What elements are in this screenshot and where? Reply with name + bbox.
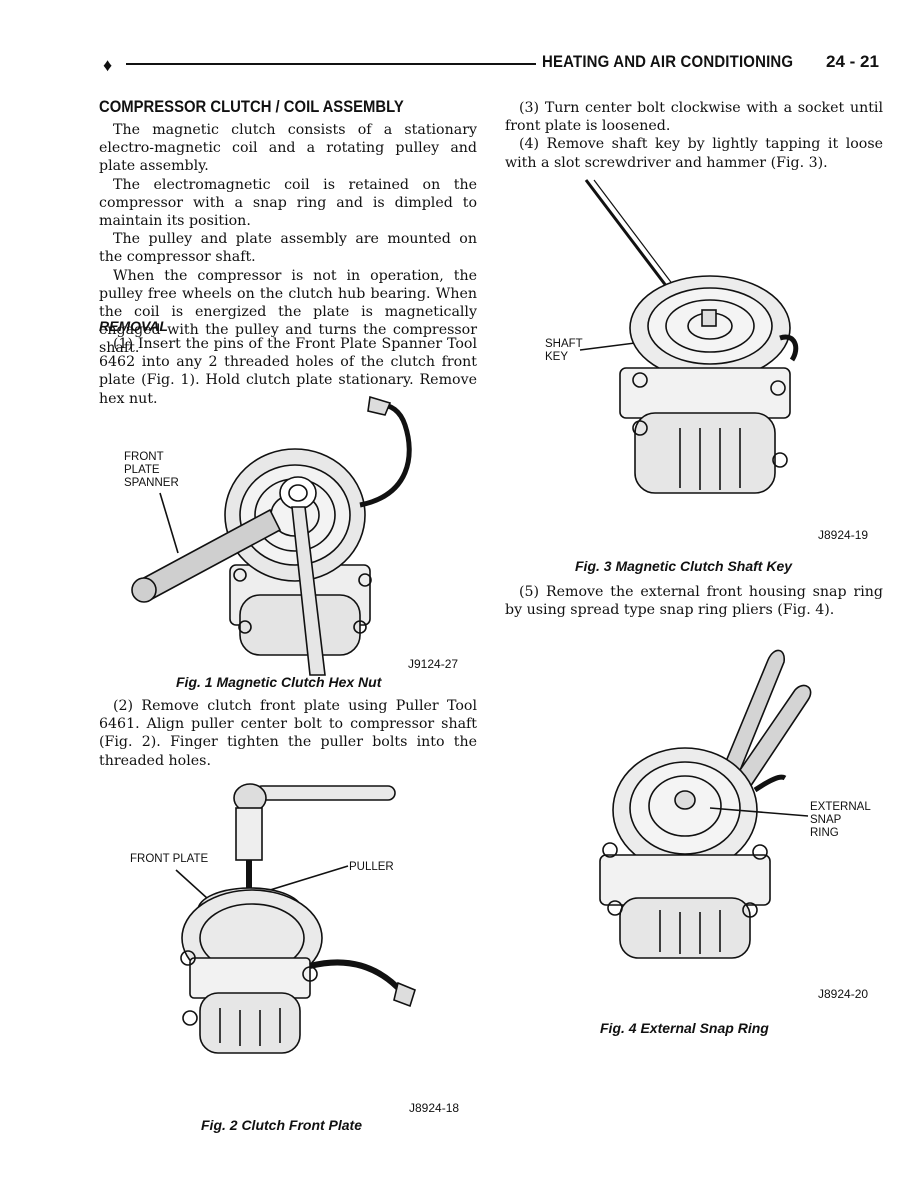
fig4-label-line: RING [810, 827, 839, 839]
fig2-label-puller: PULLER [349, 861, 394, 873]
step-1-text: (1) Insert the pins of the Front Plate S… [99, 336, 477, 407]
fig2-illustration [175, 783, 416, 1054]
fig1-label-line: FRONT [124, 451, 164, 463]
step-4-text: (4) Remove shaft key by lightly tapping … [505, 136, 883, 171]
fig3-label-line: SHAFT [545, 338, 583, 350]
fig4-illustration [599, 649, 812, 959]
fig1-illustration [131, 395, 412, 676]
paragraph: The electromagnetic coil is retained on … [99, 176, 477, 230]
fig3-caption: Fig. 3 Magnetic Clutch Shaft Key [575, 558, 793, 574]
fig3-illustration [579, 179, 799, 494]
header-diamond: ♦ [103, 55, 113, 75]
removal-heading: REMOVAL [99, 318, 168, 334]
fig2-label-front-plate: FRONT PLATE [130, 853, 209, 865]
fig4-label-line: SNAP [810, 814, 842, 826]
section-title: COMPRESSOR CLUTCH / COIL ASSEMBLY [99, 98, 404, 116]
fig1-label-line: PLATE [124, 464, 160, 476]
fig3-id: J8924-19 [818, 528, 869, 542]
fig4-caption: Fig. 4 External Snap Ring [600, 1020, 769, 1036]
step-5-text: (5) Remove the external front housing sn… [505, 584, 883, 619]
step-1: (1) Insert the pins of the Front Plate S… [99, 335, 477, 408]
step-5: (5) Remove the external front housing sn… [505, 583, 883, 619]
step-3-text: (3) Turn center bolt clockwise with a so… [505, 100, 883, 135]
paragraph: The magnetic clutch consists of a statio… [99, 122, 477, 175]
paragraph: The pulley and plate assembly are mounte… [99, 231, 477, 266]
fig1-label: FRONT PLATE SPANNER [124, 451, 179, 490]
steps-3-4: (3) Turn center bolt clockwise with a so… [505, 99, 883, 172]
fig2-id: J8924-18 [409, 1101, 460, 1115]
fig1-id: J9124-27 [408, 657, 459, 671]
header-title: HEATING AND AIR CONDITIONING [542, 52, 794, 71]
fig1-label-line: SPANNER [124, 477, 179, 489]
step-2: (2) Remove clutch front plate using Pull… [99, 697, 477, 770]
fig4-label-line: EXTERNAL [810, 801, 871, 813]
intro-text: The magnetic clutch consists of a statio… [99, 121, 477, 358]
fig3-label-line: KEY [545, 351, 569, 363]
step-2-text: (2) Remove clutch front plate using Pull… [99, 698, 477, 769]
header-rule [126, 63, 536, 65]
fig2-caption: Fig. 2 Clutch Front Plate [201, 1117, 363, 1133]
fig1-caption: Fig. 1 Magnetic Clutch Hex Nut [176, 674, 382, 690]
fig4-label: EXTERNAL SNAP RING [810, 801, 871, 840]
paragraph: When the compressor is not in operation,… [99, 267, 477, 357]
fig3-label: SHAFT KEY [545, 338, 583, 364]
fig4-id: J8924-20 [818, 987, 869, 1001]
page-number: 24 - 21 [826, 52, 879, 71]
